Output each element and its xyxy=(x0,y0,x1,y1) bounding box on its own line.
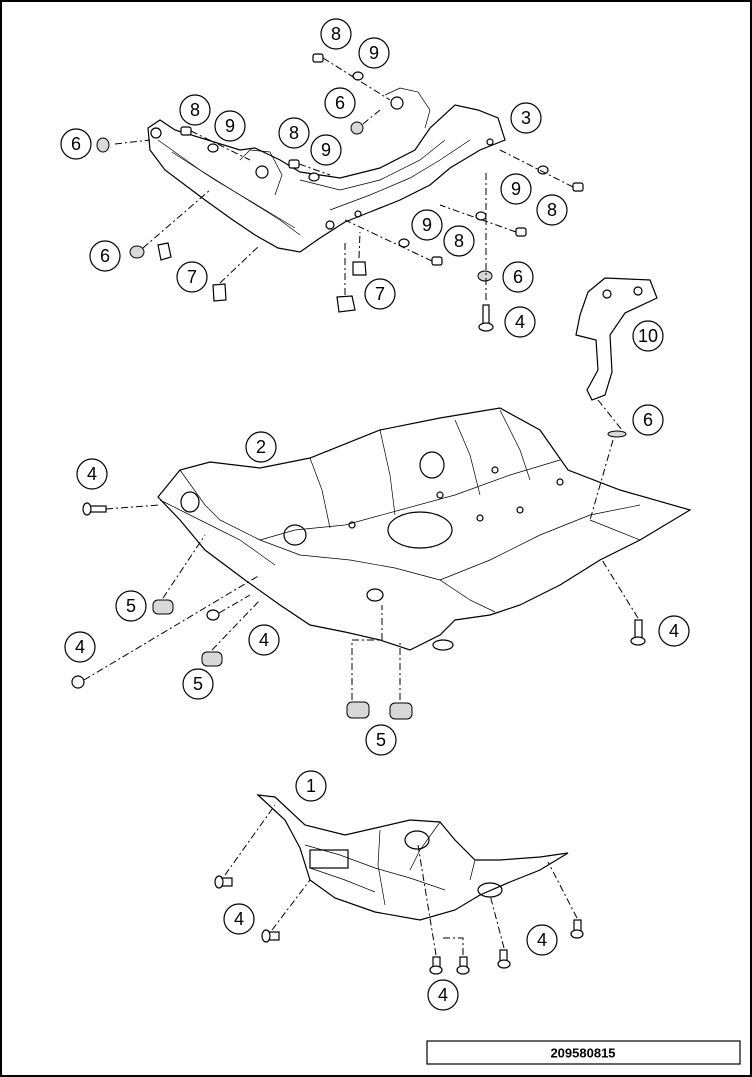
callout-9-right: 9 xyxy=(500,173,532,205)
callout-10: 10 xyxy=(632,320,664,352)
callout-label: 3 xyxy=(521,108,531,128)
callout-label: 4 xyxy=(75,637,85,657)
callout-label: 4 xyxy=(515,312,525,332)
callout-4-far-left: 4 xyxy=(64,631,96,663)
callout-label: 4 xyxy=(259,630,269,650)
callout-9-top: 9 xyxy=(358,37,390,69)
callout-9-center: 9 xyxy=(310,134,342,166)
callout-4-top: 4 xyxy=(504,306,536,338)
callout-label: 4 xyxy=(234,909,244,929)
callout-6-top-center: 6 xyxy=(324,87,356,119)
callout-8-right: 8 xyxy=(536,194,568,226)
callout-8-left: 8 xyxy=(179,94,211,126)
callout-label: 8 xyxy=(331,24,341,44)
callout-9-lower: 9 xyxy=(411,209,443,241)
callout-label: 6 xyxy=(643,410,653,430)
callout-label: 9 xyxy=(511,179,521,199)
callout-5-bottom: 5 xyxy=(365,724,397,756)
callout-label: 10 xyxy=(638,326,658,346)
callout-label: 5 xyxy=(193,674,203,694)
callout-label: 4 xyxy=(537,930,547,950)
callout-label: 6 xyxy=(513,267,523,287)
callout-5-left: 5 xyxy=(115,590,147,622)
callout-6-left: 6 xyxy=(60,128,92,160)
callout-label: 8 xyxy=(190,100,200,120)
callout-label: 6 xyxy=(100,246,110,266)
callout-label: 4 xyxy=(438,985,448,1005)
reference-number-box: 209580815 xyxy=(426,1040,741,1065)
callout-8-lower: 8 xyxy=(443,225,475,257)
callout-3: 3 xyxy=(510,102,542,134)
callout-label: 7 xyxy=(187,267,197,287)
middle-fasteners xyxy=(71,439,646,720)
callout-8-center: 8 xyxy=(278,117,310,149)
skid-plate-part xyxy=(157,407,692,651)
callout-label: 8 xyxy=(547,200,557,220)
callout-label: 8 xyxy=(289,123,299,143)
callout-6-bracket: 6 xyxy=(632,404,664,436)
callout-label: 5 xyxy=(126,596,136,616)
callout-label: 8 xyxy=(454,231,464,251)
callout-label: 4 xyxy=(87,464,97,484)
callout-2: 2 xyxy=(245,431,277,463)
callout-label: 4 xyxy=(669,621,679,641)
bracket-frame-part xyxy=(147,87,506,253)
callout-4-right: 4 xyxy=(658,615,690,647)
callout-label: 2 xyxy=(256,437,266,457)
callout-6-right: 6 xyxy=(502,261,534,293)
callout-7-left: 7 xyxy=(176,261,208,293)
callout-4-left: 4 xyxy=(76,458,108,490)
callout-label: 9 xyxy=(321,140,331,160)
reference-number: 209580815 xyxy=(550,1046,615,1061)
callout-8-top: 8 xyxy=(320,18,352,50)
callout-label: 7 xyxy=(375,284,385,304)
callout-5-middle: 5 xyxy=(182,668,214,700)
callout-label: 1 xyxy=(306,776,316,796)
callout-4-middle: 4 xyxy=(248,624,280,656)
callout-label: 9 xyxy=(225,116,235,136)
callout-label: 9 xyxy=(369,43,379,63)
callout-4-lower-center: 4 xyxy=(427,979,459,1011)
lower-fasteners xyxy=(214,804,584,975)
top-leader-lines xyxy=(114,57,574,300)
callout-1: 1 xyxy=(295,770,327,802)
callout-label: 6 xyxy=(335,93,345,113)
lower-guard-part xyxy=(256,794,569,921)
callout-7-center: 7 xyxy=(364,278,396,310)
callout-4-lower-right: 4 xyxy=(526,924,558,956)
callout-label: 9 xyxy=(422,215,432,235)
callout-6-lower-left: 6 xyxy=(89,240,121,272)
callout-4-lower-left: 4 xyxy=(223,903,255,935)
callout-9-left: 9 xyxy=(214,110,246,142)
mounting-bracket-part xyxy=(575,277,658,438)
callout-label: 6 xyxy=(71,134,81,154)
callout-label: 5 xyxy=(376,730,386,750)
